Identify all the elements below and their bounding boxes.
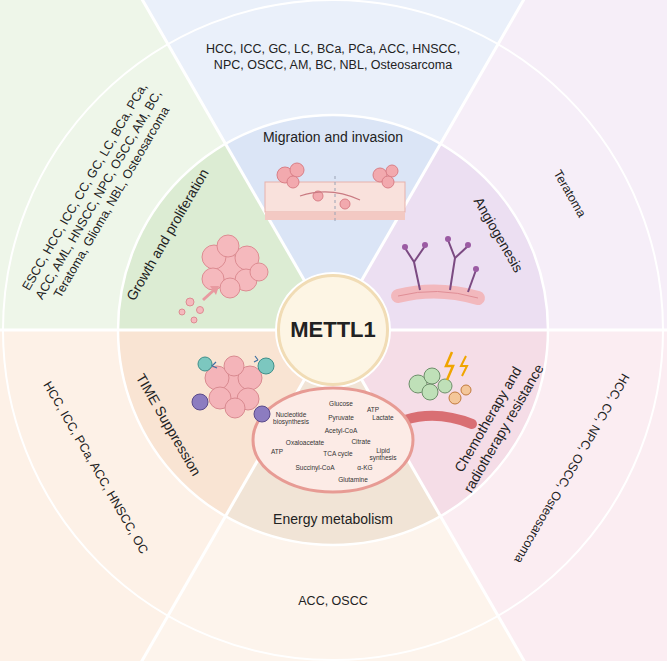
feature-title: Energy metabolism xyxy=(248,511,418,529)
pathway-label: Oxaloacetate xyxy=(286,439,324,446)
cancer-list: HCC, ICC, GC, LC, BCa, PCa, ACC, HNSCC, … xyxy=(198,42,468,73)
pathway-label: Citrate xyxy=(351,438,370,445)
pathway-label: Pyruvate xyxy=(328,414,354,421)
pathway-label: Nucleotide biosynthesis xyxy=(271,411,311,425)
pathway-label: Glutamine xyxy=(338,476,368,483)
pathway-label: Glucose xyxy=(329,400,353,407)
cancer-list: ACC, OSCC xyxy=(233,594,433,610)
pathway-label: Acetyl-CoA xyxy=(325,427,358,434)
pathway-label: ATP xyxy=(271,448,283,455)
cancer-list-band: Teratoma xyxy=(440,0,667,330)
feature-title: Migration and invasion xyxy=(248,129,418,147)
pathway-label: TCA cycle xyxy=(323,450,352,457)
pathway-label: Lactate xyxy=(372,414,393,421)
cancer-list-band: HCC, ICC, PCa, ACC, HNSCC, OC xyxy=(0,330,226,661)
center-circle: METTL1 xyxy=(277,274,389,386)
pathway-label: Succinyl-CoA xyxy=(295,464,334,471)
pathway-label: ATP xyxy=(367,406,379,413)
sector-shape xyxy=(440,0,667,330)
center-title: METTL1 xyxy=(283,316,383,344)
pathway-label: Lipid synthesis xyxy=(368,447,398,461)
pathway-label: α-KG xyxy=(357,464,372,471)
